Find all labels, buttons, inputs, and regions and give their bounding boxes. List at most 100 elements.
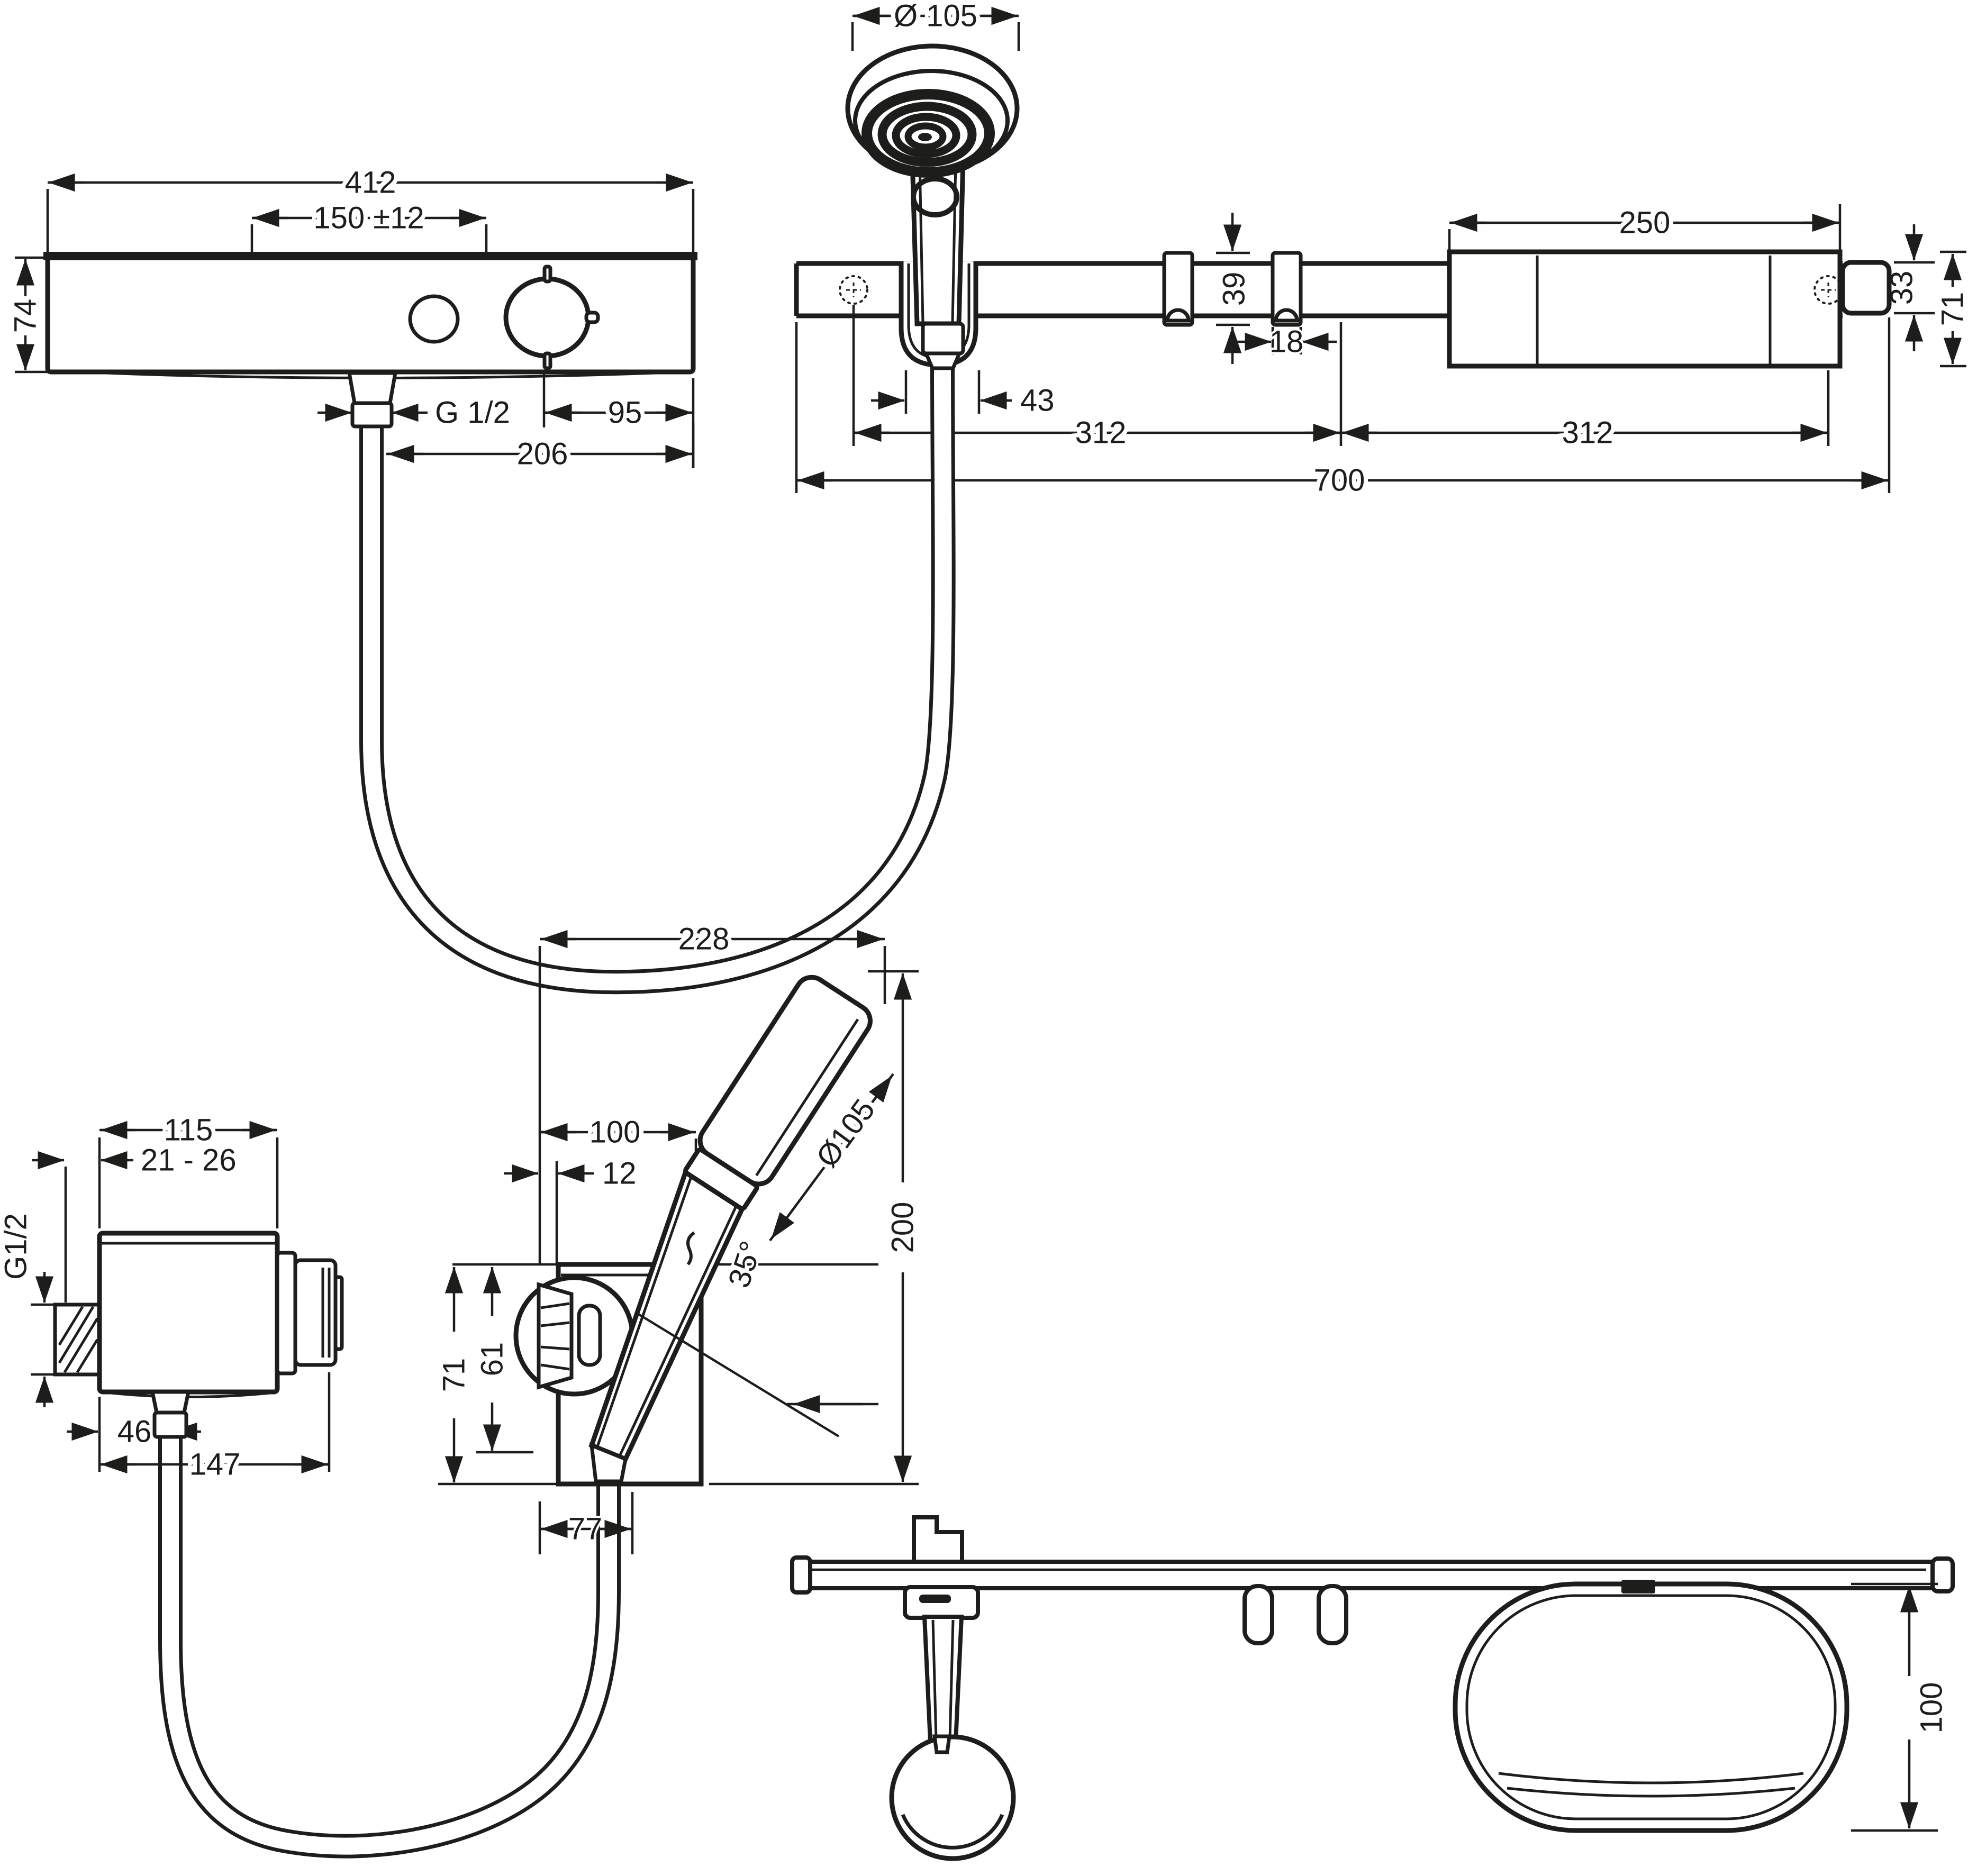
dim-body-height: 74 bbox=[8, 299, 43, 333]
holder-view: 35° Ø105 200 bbox=[513, 970, 920, 1487]
dim-thread: G 1/2 bbox=[435, 396, 510, 430]
dim-knob-offset: 95 bbox=[608, 396, 642, 430]
knob-side-nub bbox=[584, 311, 600, 324]
shower-hose-lower bbox=[158, 1435, 621, 1859]
strip-end-left bbox=[790, 1555, 812, 1595]
dim-right-span: 312 bbox=[1562, 416, 1613, 450]
knob-cap bbox=[333, 1275, 344, 1351]
slider-hook bbox=[1162, 251, 1194, 327]
side-body bbox=[97, 1231, 280, 1395]
dim-reach: 100 bbox=[590, 1115, 641, 1150]
rail-end-cap bbox=[1840, 260, 1892, 316]
mounting-hole-right bbox=[1813, 275, 1843, 305]
dim-plate-thickness: 12 bbox=[602, 1156, 637, 1191]
dim-hose-offset: 77 bbox=[568, 1512, 603, 1546]
hose-nut bbox=[152, 1410, 188, 1439]
handle-contour bbox=[931, 1619, 938, 1740]
handle-nut bbox=[921, 322, 965, 356]
hose-outline bbox=[359, 367, 956, 995]
handshower-head bbox=[845, 43, 1020, 178]
dim-shelf-depth: 100 bbox=[1915, 1682, 1949, 1734]
handle-contour bbox=[948, 1619, 955, 1740]
clamp-line bbox=[540, 1321, 570, 1327]
spray-ring bbox=[861, 89, 995, 178]
dim-head-diameter: Ø 105 bbox=[894, 0, 977, 33]
dim-outlet-offset: 46 bbox=[117, 1415, 152, 1449]
dim-body-depth: 115 bbox=[164, 1113, 213, 1148]
hose-inner bbox=[363, 367, 952, 991]
dim-total-length: 700 bbox=[1314, 463, 1365, 498]
clamp-line bbox=[540, 1302, 570, 1309]
angle-reference bbox=[634, 1311, 840, 1437]
thread-hatch bbox=[76, 1338, 99, 1373]
dim-wall-gap: 21 - 26 bbox=[141, 1143, 237, 1178]
handle-top bbox=[922, 1615, 964, 1744]
shelf-lip bbox=[1498, 1772, 1804, 1784]
dim-outlet-offset: 206 bbox=[517, 437, 568, 471]
dim-left-span: 312 bbox=[1075, 416, 1127, 450]
holder-hook-top bbox=[912, 1515, 964, 1564]
handle-contour bbox=[618, 1204, 738, 1457]
dim-total-depth: 147 bbox=[189, 1447, 241, 1482]
hose-nut bbox=[350, 401, 394, 429]
hose-cone bbox=[589, 1442, 628, 1483]
hook-notch bbox=[1165, 308, 1191, 323]
spray-ring bbox=[904, 122, 947, 151]
shelf-lip bbox=[1507, 1787, 1795, 1798]
head-top bbox=[889, 1734, 1016, 1861]
knob-ring bbox=[275, 1251, 297, 1376]
shower-hose-upper bbox=[359, 367, 956, 995]
thread-hatch bbox=[58, 1306, 84, 1346]
wall-nipple bbox=[53, 1303, 102, 1377]
thread-hatch bbox=[58, 1306, 95, 1364]
body-underside bbox=[111, 1391, 270, 1398]
joint-band bbox=[683, 1147, 759, 1211]
handle-contour bbox=[918, 161, 924, 323]
knob-clamp bbox=[537, 1282, 574, 1390]
arrow bbox=[847, 1075, 893, 1136]
holder-slot bbox=[919, 1595, 951, 1603]
dim-overall-width: 228 bbox=[678, 922, 730, 957]
clamp-line bbox=[540, 1345, 570, 1351]
top-view: 100 bbox=[790, 1515, 1955, 1861]
knob-bottom-tick bbox=[542, 351, 552, 370]
spray-face-line bbox=[755, 1018, 859, 1177]
clamp-line bbox=[540, 1363, 570, 1371]
pause-button bbox=[686, 1231, 695, 1265]
select-button bbox=[408, 294, 460, 344]
dim-shelf-height: 71 bbox=[1936, 292, 1968, 326]
head-joint bbox=[932, 1734, 951, 1754]
handle-contour bbox=[596, 1175, 693, 1447]
temperature-knob bbox=[503, 276, 591, 359]
dim-knob-height: 61 bbox=[475, 1342, 510, 1377]
slider-hooks bbox=[1162, 251, 1303, 327]
mounting-holes bbox=[839, 275, 1843, 305]
mounting-hole-left bbox=[839, 275, 868, 305]
spray-ring bbox=[877, 102, 977, 167]
outlet-cone bbox=[347, 371, 398, 405]
dim-connection-spacing: 150 ±12 bbox=[313, 201, 424, 235]
spray-ring bbox=[892, 113, 960, 158]
thread-hatch bbox=[63, 1317, 99, 1373]
slider-hook bbox=[1271, 251, 1303, 327]
dim-overall-height: 200 bbox=[886, 1202, 920, 1253]
arrow bbox=[770, 1179, 816, 1240]
hook-notch bbox=[1274, 308, 1299, 323]
holder-view-dimensions: 228 100 12 61 71 77 bbox=[437, 918, 886, 1554]
hose-cone bbox=[923, 351, 963, 370]
hose-inner bbox=[162, 1435, 617, 1855]
shelf-top bbox=[1453, 1581, 1849, 1833]
knob-top-tick bbox=[542, 265, 552, 284]
spray-center bbox=[918, 133, 932, 141]
dim-angle: 35° bbox=[722, 1237, 769, 1292]
bar-view-dimensions: Ø 105 250 39 18 43 312 312 700 33 71 bbox=[795, 0, 1968, 502]
thermostat-front-view bbox=[43, 252, 697, 429]
dim-holder-height: 71 bbox=[437, 1358, 471, 1392]
dim-thread: G1/2 bbox=[0, 1213, 33, 1280]
dim-slider-height: 39 bbox=[1217, 272, 1251, 306]
handle-hang-hole bbox=[911, 176, 959, 217]
dim-slider-width: 18 bbox=[1269, 325, 1304, 359]
thermostat-side-dimensions: 115 21 - 26 G1/2 46 147 bbox=[0, 1109, 331, 1486]
